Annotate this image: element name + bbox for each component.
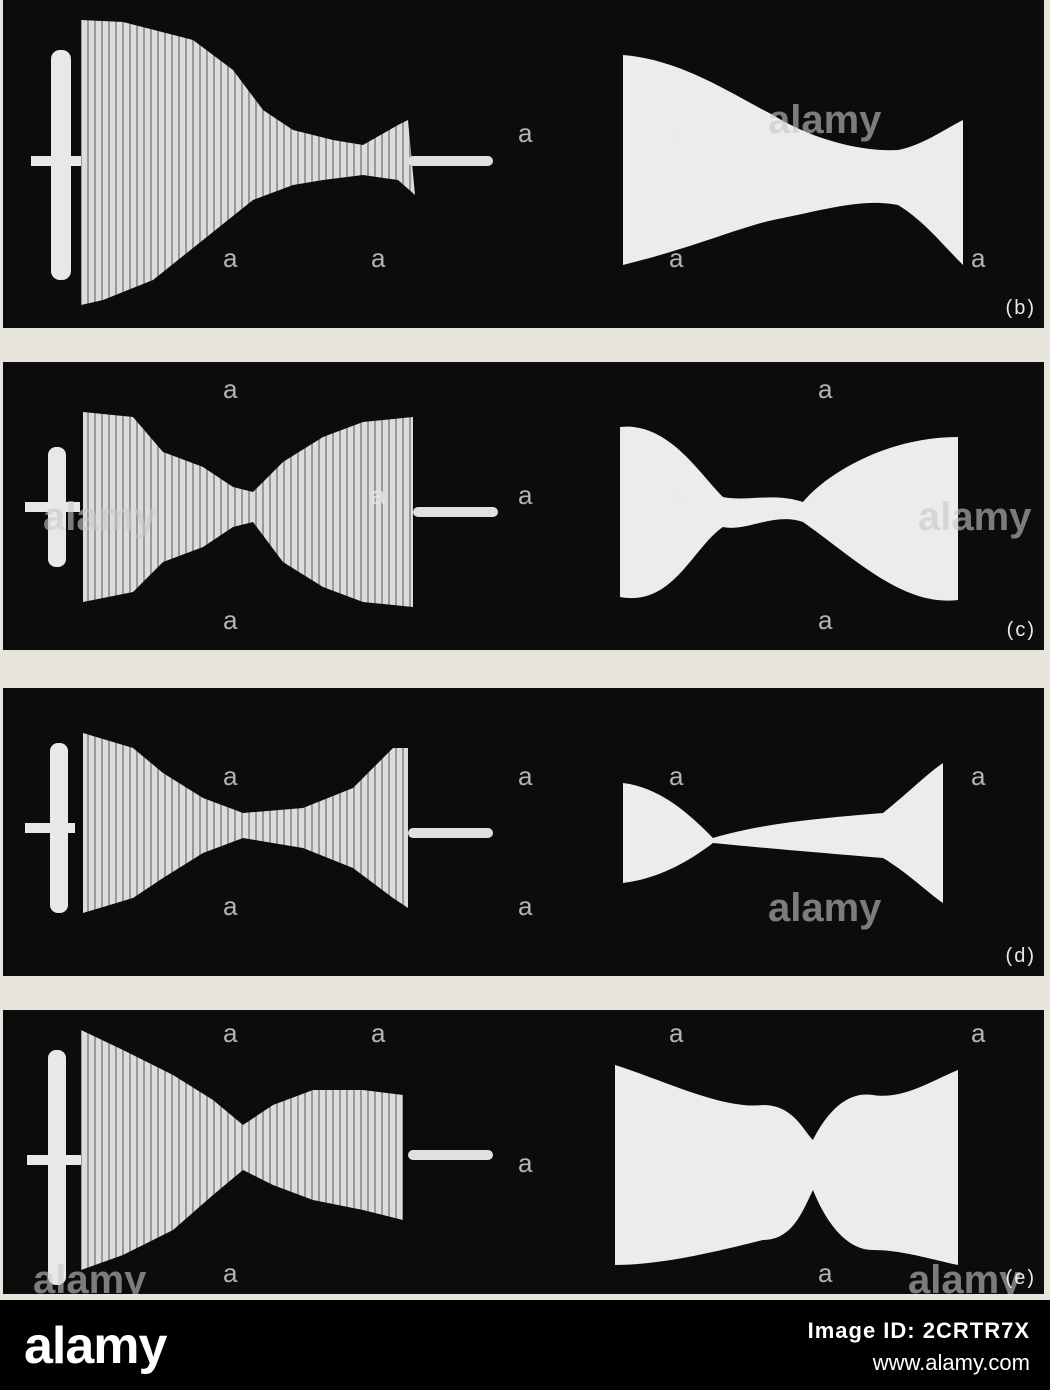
watermark-letter: a — [669, 118, 684, 148]
watermark-letter: a — [971, 1018, 986, 1048]
watermark-letter: a — [971, 243, 986, 273]
watermark-letter: a — [223, 891, 238, 921]
trace-tail — [408, 1150, 493, 1160]
oscillogram-envelope — [81, 1030, 403, 1270]
trace-tail — [408, 156, 493, 166]
baseline-stub — [25, 823, 75, 833]
watermark-letter: a — [518, 1148, 533, 1178]
silhouette-shape — [623, 55, 963, 265]
watermark-letter: a — [371, 243, 386, 273]
watermark-letter: a — [518, 480, 533, 510]
watermark-letter: a — [223, 374, 238, 404]
photo-panel-d: a a a a a a alamy (d) — [3, 688, 1044, 976]
trace-tail — [408, 828, 493, 838]
watermark-letter: a — [669, 1018, 684, 1048]
watermark-letter: a — [818, 1258, 833, 1288]
panel-b-figure — [31, 20, 963, 305]
silhouette-shape — [623, 763, 943, 903]
alamy-logo: alamy — [24, 1317, 167, 1375]
silhouette-shape — [620, 426, 958, 601]
silhouette-shape — [615, 1065, 958, 1265]
marker-bar — [48, 1050, 66, 1285]
watermark-word: alamy — [33, 1258, 147, 1294]
panel-label: (c) — [1006, 619, 1036, 641]
trace-tail — [413, 507, 498, 517]
watermark-letter: a — [971, 761, 986, 791]
watermark-letter: a — [669, 761, 684, 791]
watermark-letter: a — [818, 374, 833, 404]
photo-panel-c: a a a a a a a alamy alamy (c) — [3, 362, 1044, 650]
image-id: Image ID: 2CRTR7X — [807, 1318, 1030, 1343]
oscillogram-envelope — [83, 412, 413, 607]
baseline-stub — [27, 1155, 82, 1165]
baseline-stub — [25, 502, 80, 512]
panel-label: (e) — [1005, 1267, 1036, 1289]
watermark-letter: a — [518, 761, 533, 791]
photo-panel-b: a a a a a a alamy (b) — [3, 0, 1044, 328]
watermark-letter: a — [223, 243, 238, 273]
watermark-word: alamy — [918, 495, 1032, 539]
panel-e-figure — [27, 1030, 958, 1285]
panel-label: (b) — [1005, 297, 1036, 319]
photo-panel-e: a a a a a a a alamy alamy (e) — [3, 1010, 1044, 1294]
panel-c-figure — [25, 412, 958, 607]
watermark-letter: a — [669, 243, 684, 273]
baseline-stub — [31, 156, 86, 166]
oscillogram-envelope — [81, 20, 415, 305]
stock-footer: alamy Image ID: 2CRTR7X www.alamy.com — [0, 1300, 1050, 1390]
watermark-word: alamy — [768, 886, 882, 930]
watermark-letter: a — [818, 605, 833, 635]
watermark-letter: a — [223, 605, 238, 635]
watermark-letter: a — [669, 480, 684, 510]
watermark-letter: a — [518, 891, 533, 921]
watermark-letter: a — [223, 1018, 238, 1048]
watermark-letter: a — [371, 480, 386, 510]
watermark-letter: a — [518, 118, 533, 148]
oscillogram-envelope — [83, 733, 408, 913]
panel-d-figure — [25, 733, 943, 913]
footer-info: Image ID: 2CRTR7X www.alamy.com — [808, 1318, 1030, 1376]
watermark-letter: a — [223, 1258, 238, 1288]
watermark-letter: a — [371, 1018, 386, 1048]
watermark-letter: a — [223, 761, 238, 791]
panel-label: (d) — [1005, 945, 1036, 967]
watermark-word: alamy — [768, 98, 882, 142]
watermark-word: alamy — [43, 495, 157, 539]
watermark-word: alamy — [908, 1258, 1022, 1294]
site-url[interactable]: www.alamy.com — [872, 1350, 1030, 1375]
